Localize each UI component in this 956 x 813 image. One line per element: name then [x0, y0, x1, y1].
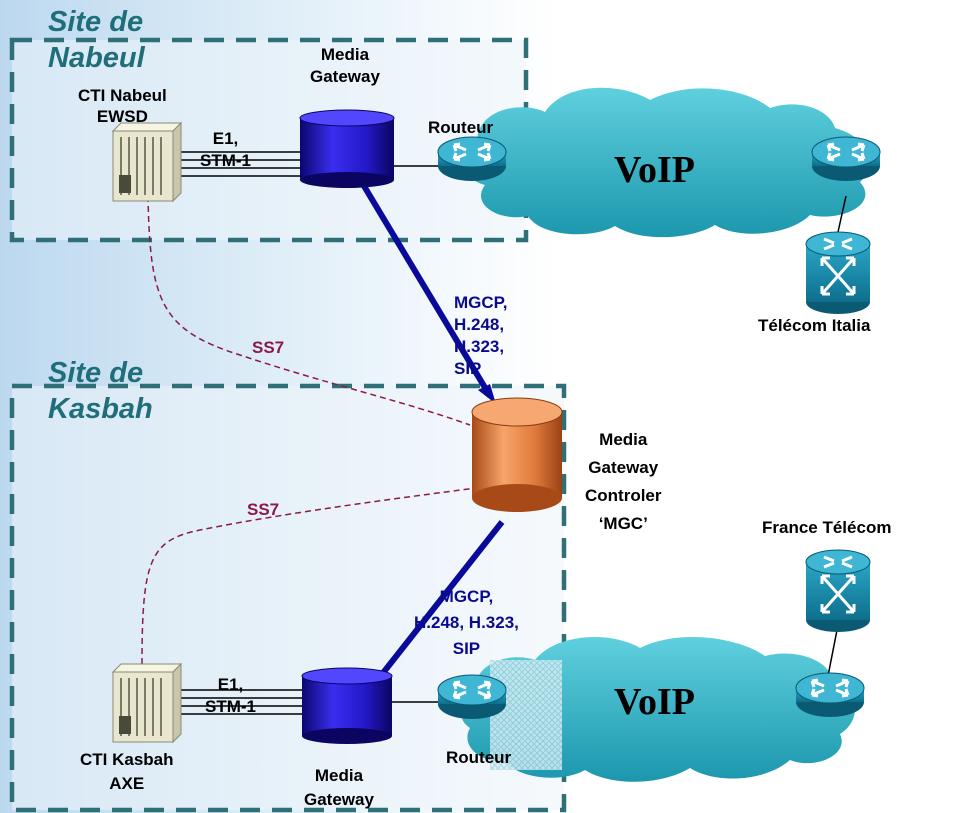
site-nabeul-title: Site de Nabeul	[48, 6, 145, 74]
media-gateway-top-label: Media Gateway	[310, 45, 380, 86]
ss7-link-top	[147, 195, 471, 426]
cti-nabeul-switch-icon	[112, 122, 182, 202]
cloud-hatch	[490, 660, 562, 770]
cti-kasbah-switch-icon	[112, 663, 182, 743]
france-link	[827, 624, 839, 677]
media-gateway-bottom-icon	[301, 667, 393, 744]
cti-nabeul-label: CTI Nabeul EWSD	[78, 86, 167, 126]
protocols-top-label: MGCP, H.248, H.323, SIP	[454, 293, 508, 378]
media-gateway-top-icon	[299, 109, 395, 188]
router-bottom-icon	[436, 673, 508, 721]
site-nabeul-box	[9, 37, 529, 243]
telecom-italia-switch-icon	[804, 230, 872, 316]
ss7-link-bottom	[141, 487, 477, 665]
media-gateway-bottom-label: Media Gateway	[304, 766, 374, 809]
router-top-icon	[436, 135, 508, 183]
italia-link	[837, 195, 847, 233]
trunk-link-bottom	[365, 520, 505, 694]
telecom-italia-label: Télécom Italia	[758, 316, 871, 335]
e1-top-label: E1, STM-1	[200, 129, 251, 170]
trunk-arrow-top	[478, 384, 496, 404]
router-italia-icon	[810, 135, 882, 183]
site-kasbah-title: Site de Kasbah	[48, 357, 153, 425]
trunk-link-top	[361, 184, 493, 398]
ss7-top-label: SS7	[252, 338, 285, 357]
e1-lines-bottom	[176, 689, 304, 715]
routeur-top-label: Routeur	[428, 118, 494, 137]
ss7-bottom-label: SS7	[247, 500, 280, 519]
voip-top-label: VoIP	[614, 149, 695, 191]
voip-bottom-label: VoIP	[614, 681, 695, 723]
voip-cloud-bottom	[461, 636, 855, 782]
e1-bottom-label: E1, STM-1	[205, 675, 256, 716]
router-france-icon	[794, 671, 866, 719]
mgc-label: Media Gateway Controler ‘MGC’	[585, 430, 662, 533]
mgc-icon	[471, 397, 563, 512]
voip-cloud-top	[466, 87, 871, 238]
cti-kasbah-label: CTI Kasbah AXE	[80, 750, 174, 793]
routeur-bottom-label: Routeur	[446, 748, 512, 767]
france-telecom-switch-icon	[804, 548, 872, 634]
protocols-bottom-label: MGCP, H.248, H.323, SIP	[414, 587, 519, 658]
e1-lines-top	[178, 151, 300, 177]
france-telecom-label: France Télécom	[762, 518, 892, 537]
